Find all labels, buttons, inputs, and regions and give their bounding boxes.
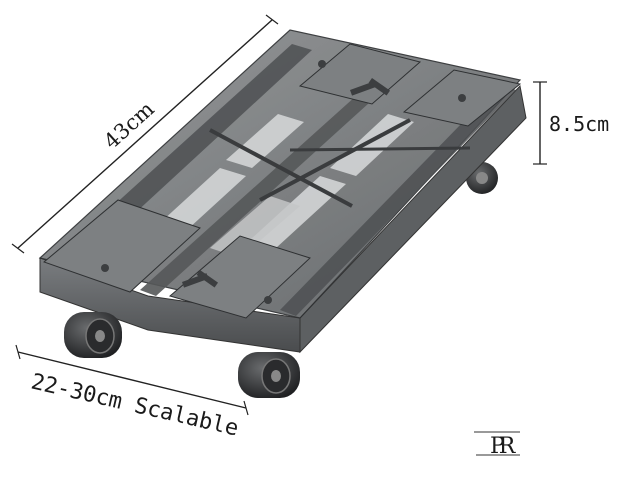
height-label: 8.5cm [549, 112, 609, 136]
plant-caddy-cart [38, 29, 527, 398]
length-dimension [11, 14, 279, 254]
length-label: 43cm [99, 97, 159, 154]
brand-logo: PR [474, 431, 523, 459]
width-dimension [15, 344, 249, 416]
wheel-front-left [64, 312, 122, 358]
height-dimension [533, 81, 547, 165]
wheel-front-right [238, 352, 300, 398]
